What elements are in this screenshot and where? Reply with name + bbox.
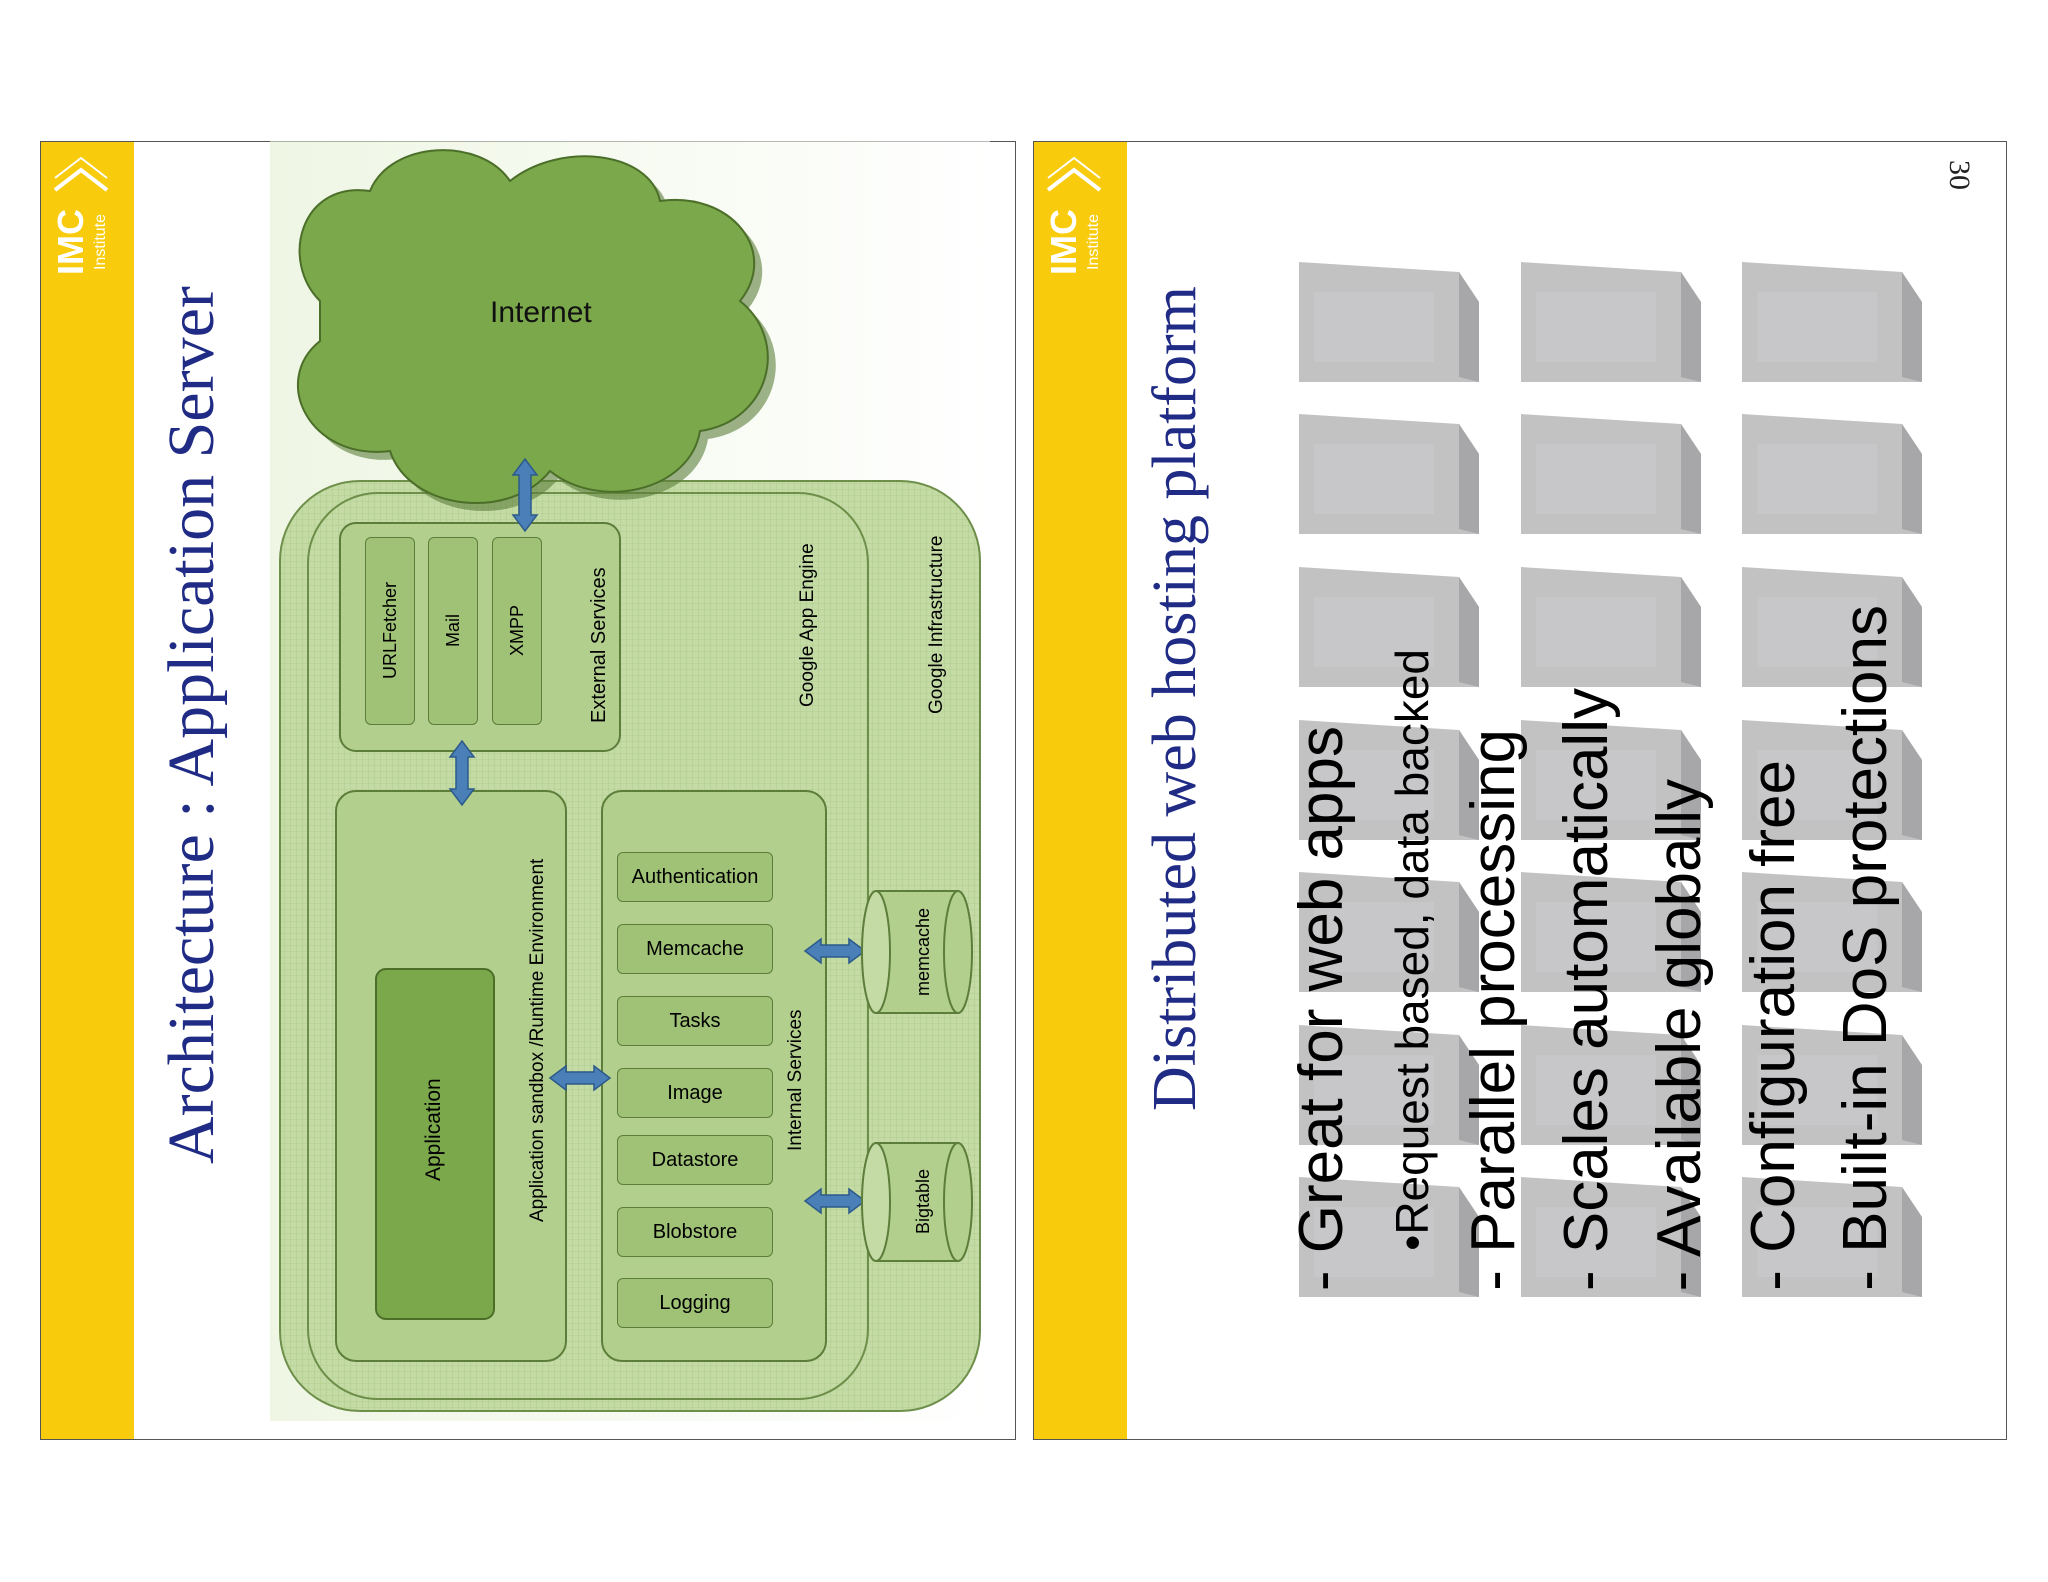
infra-label: Google Infrastructure [926, 535, 947, 715]
external-service-label: URLFetcher [379, 582, 400, 680]
internal-services-label: Internal Services [785, 1009, 806, 1151]
server-unit [1299, 262, 1479, 382]
server-rack-image [1299, 262, 1922, 1297]
internal-service-label: Blobstore [652, 1220, 738, 1243]
server-unit [1742, 414, 1922, 534]
internal-service-2: Tasks [617, 996, 773, 1046]
server-unit [1299, 414, 1479, 534]
external-service-0: URLFetcher [365, 537, 415, 725]
bullet-item: - Configuration free [1739, 760, 1808, 1291]
internal-service-4: Datastore [617, 1135, 773, 1185]
sandbox-label: Application sandbox /Runtime Environment [527, 858, 548, 1222]
server-unit [1299, 872, 1479, 992]
server-unit [1521, 872, 1701, 992]
application-label: Application [422, 1078, 445, 1182]
server-unit [1521, 1177, 1701, 1297]
imc-logo: IMC Institute [1034, 152, 1127, 292]
gae-label: Google App Engine [797, 543, 818, 707]
server-unit [1521, 1025, 1701, 1145]
slide-hosting: IMC Institute Distributed web hosting pl… [1033, 141, 2007, 1440]
internal-service-3: Image [617, 1068, 773, 1118]
slide-title: Architecture : Application Server [155, 286, 228, 1164]
bullet-item: •Request based, data backed [1386, 649, 1438, 1251]
logo-main: IMC [1043, 209, 1084, 275]
application-box [375, 968, 495, 1320]
server-unit [1299, 1177, 1479, 1297]
internal-service-label: Authentication [631, 865, 759, 888]
external-service-1: Mail [428, 537, 478, 725]
yellow-band [41, 142, 134, 1439]
arrows [448, 457, 867, 1215]
server-unit [1742, 567, 1922, 687]
internal-service-6: Logging [617, 1278, 773, 1328]
server-unit [1521, 414, 1701, 534]
bigtable-cylinder [861, 1142, 973, 1262]
logo-main: IMC [50, 209, 91, 275]
logo-sub: Institute [1085, 214, 1102, 270]
server-unit [1742, 1177, 1922, 1297]
server-unit [1299, 1025, 1479, 1145]
server-unit [1299, 567, 1479, 687]
server-unit [1742, 872, 1922, 992]
external-service-label: XMPP [506, 605, 527, 657]
internal-service-label: Tasks [669, 1009, 721, 1032]
yellow-band [1034, 142, 1127, 1439]
server-unit [1521, 262, 1701, 382]
bullet-item: - Great for web apps [1287, 725, 1356, 1291]
external-service-2: XMPP [492, 537, 542, 725]
bullet-item: - Built-in DoS protections [1831, 605, 1900, 1291]
internet-label: Internet [490, 296, 592, 329]
internal-service-5: Blobstore [617, 1207, 773, 1257]
server-unit [1299, 720, 1479, 840]
slide-title: Distributed web hosting platform [1141, 286, 1209, 1111]
internal-service-label: Memcache [646, 937, 744, 960]
logo-sub: Institute [92, 214, 109, 270]
internal-service-0: Authentication [617, 852, 773, 902]
external-service-label: Mail [442, 614, 463, 648]
internet-cloud [296, 149, 776, 512]
internal-service-1: Memcache [617, 924, 773, 974]
internal-service-label: Image [667, 1081, 723, 1104]
bullet-item: - Available globally [1645, 778, 1714, 1291]
server-unit [1742, 262, 1922, 382]
external-services-label: External Services [588, 567, 610, 723]
imc-logo: IMC Institute [41, 152, 134, 292]
bullet-item: - Parallel processing [1459, 729, 1528, 1291]
memcache-cylinder [861, 890, 973, 1014]
server-unit [1742, 1025, 1922, 1145]
internal-service-label: Logging [659, 1291, 731, 1314]
server-unit [1742, 720, 1922, 840]
bullet-item: - Scales automatically [1552, 687, 1621, 1291]
server-unit [1521, 720, 1701, 840]
bigtable-label: Bigtable [913, 1168, 933, 1234]
page-number: 30 [1943, 160, 1976, 190]
memcache-label: memcache [913, 907, 933, 997]
server-unit [1521, 567, 1701, 687]
internal-service-label: Datastore [651, 1148, 739, 1171]
